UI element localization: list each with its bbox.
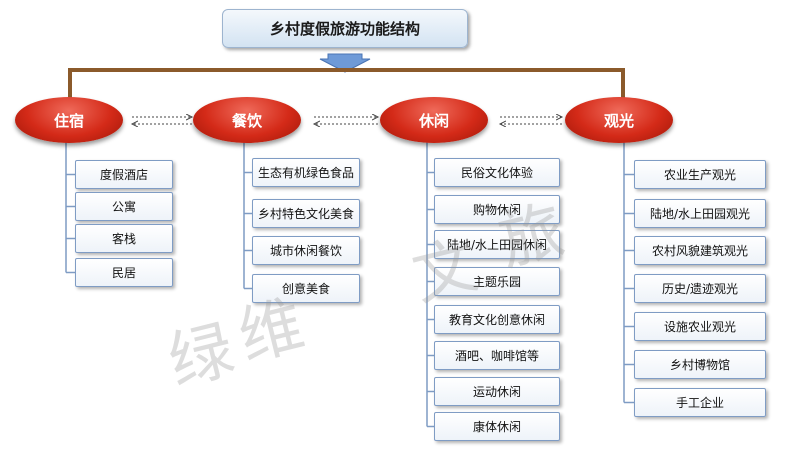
item-zhusu-2: 公寓 (75, 192, 173, 221)
item-guanguang-5: 设施农业观光 (634, 312, 766, 341)
diagram-title: 乡村度假旅游功能结构 (222, 9, 468, 48)
item-xiuxian-3: 陆地/水上田园休闲 (434, 230, 560, 259)
item-xiuxian-2: 购物休闲 (434, 195, 560, 224)
node-xiuxian: 休闲 (380, 97, 488, 143)
down-arrow-icon (319, 53, 371, 73)
item-xiuxian-4: 主题乐园 (434, 267, 560, 296)
item-zhusu-3: 客栈 (75, 224, 173, 253)
item-guanguang-6: 乡村博物馆 (634, 350, 766, 379)
item-canyin-1: 生态有机绿色食品 (252, 158, 360, 187)
item-zhusu-1: 度假酒店 (75, 160, 173, 189)
item-canyin-3: 城市休闲餐饮 (252, 236, 360, 265)
item-guanguang-2: 陆地/水上田园观光 (634, 199, 766, 228)
item-guanguang-3: 农村风貌建筑观光 (634, 236, 766, 265)
item-xiuxian-6: 酒吧、咖啡馆等 (434, 341, 560, 370)
item-guanguang-1: 农业生产观光 (634, 160, 766, 189)
node-guanguang: 观光 (565, 97, 673, 143)
item-xiuxian-5: 教育文化创意休闲 (434, 305, 560, 334)
item-xiuxian-8: 康体休闲 (434, 412, 560, 441)
item-guanguang-7: 手工企业 (634, 388, 766, 417)
item-zhusu-4: 民居 (75, 258, 173, 287)
item-canyin-2: 乡村特色文化美食 (252, 199, 360, 228)
item-canyin-4: 创意美食 (252, 274, 360, 303)
item-xiuxian-1: 民俗文化体验 (434, 158, 560, 187)
node-zhusu: 住宿 (15, 97, 123, 143)
item-xiuxian-7: 运动休闲 (434, 377, 560, 406)
node-canyin: 餐饮 (193, 97, 301, 143)
item-guanguang-4: 历史/遗迹观光 (634, 274, 766, 303)
bracket-connector (68, 68, 625, 98)
